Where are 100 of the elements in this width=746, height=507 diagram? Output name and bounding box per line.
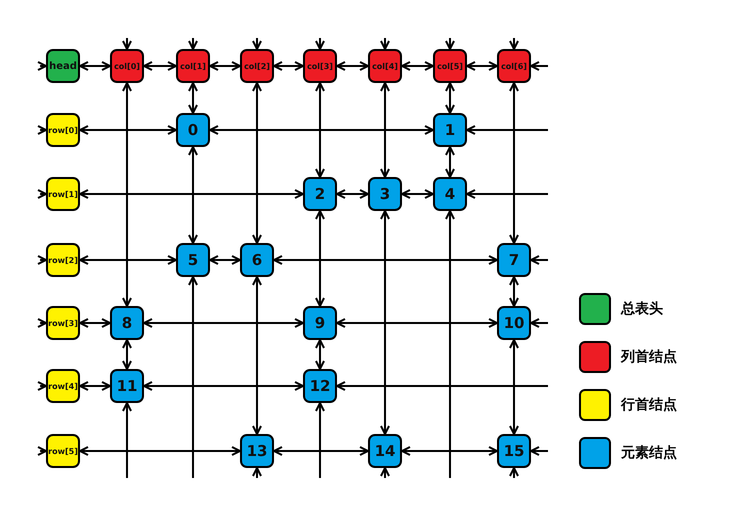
arrow — [252, 467, 262, 478]
arrow — [530, 255, 548, 265]
column-header-box: col[4] — [368, 49, 402, 83]
column-header-box: col[0] — [110, 49, 144, 83]
arrow — [37, 255, 47, 265]
arrow — [79, 255, 177, 265]
arrow — [509, 467, 519, 478]
arrow — [37, 125, 47, 135]
arrow — [509, 276, 519, 307]
element-node-box: 12 — [303, 369, 337, 403]
column-header-box: col[3] — [303, 49, 337, 83]
arrow — [509, 339, 519, 435]
arrow — [252, 38, 262, 50]
column-header-box: col[2] — [240, 49, 274, 83]
arrow — [37, 381, 47, 391]
column-header-box: col[1] — [176, 49, 210, 83]
arrow — [380, 38, 390, 50]
arrow — [188, 38, 198, 50]
arrow — [37, 189, 47, 199]
element-node-box: 4 — [433, 177, 467, 211]
element-node-box: 6 — [240, 243, 274, 277]
arrow — [273, 61, 304, 71]
element-node-box: 0 — [176, 113, 210, 147]
arrow — [273, 255, 498, 265]
head-box: head — [46, 49, 80, 83]
arrow — [143, 318, 304, 328]
arrow — [530, 446, 548, 456]
element-node-box: 7 — [497, 243, 531, 277]
arrow — [466, 189, 548, 199]
element-node-box: 2 — [303, 177, 337, 211]
arrow — [122, 402, 132, 478]
arrow — [273, 446, 369, 456]
arrow — [445, 38, 455, 50]
arrow — [209, 255, 241, 265]
arrow — [122, 38, 132, 50]
arrow — [336, 61, 369, 71]
column-header-box: col[5] — [433, 49, 467, 83]
legend-label: 总表头 — [621, 300, 663, 318]
arrow — [336, 189, 369, 199]
row-header-box: row[3] — [46, 306, 80, 340]
arrow — [509, 38, 519, 50]
arrow — [79, 125, 177, 135]
arrow — [336, 381, 548, 391]
arrow — [37, 61, 47, 71]
arrow — [252, 82, 262, 244]
arrow — [530, 61, 548, 71]
arrow — [188, 276, 198, 478]
element-node-box: 3 — [368, 177, 402, 211]
arrow — [79, 189, 304, 199]
arrow — [315, 339, 325, 370]
arrow — [336, 318, 498, 328]
arrow — [209, 125, 434, 135]
element-node-box: 1 — [433, 113, 467, 147]
arrow — [445, 210, 455, 478]
arrow — [401, 446, 498, 456]
arrow — [466, 61, 498, 71]
legend-label: 元素结点 — [621, 444, 677, 462]
arrow — [530, 318, 548, 328]
legend-label: 行首结点 — [621, 396, 677, 414]
arrow — [315, 210, 325, 307]
arrow — [401, 61, 434, 71]
arrow — [79, 318, 111, 328]
column-header-box: col[6] — [497, 49, 531, 83]
element-node-box: 8 — [110, 306, 144, 340]
row-header-box: row[2] — [46, 243, 80, 277]
arrow — [188, 146, 198, 244]
row-header-box: row[1] — [46, 177, 80, 211]
arrow — [315, 402, 325, 478]
row-header-box: row[4] — [46, 369, 80, 403]
arrow — [380, 467, 390, 478]
arrow — [509, 82, 519, 244]
arrow — [380, 82, 390, 178]
legend-label: 列首结点 — [621, 348, 677, 366]
element-node-box: 11 — [110, 369, 144, 403]
arrow — [188, 82, 198, 114]
row-header-box: row[0] — [46, 113, 80, 147]
element-node-box: 9 — [303, 306, 337, 340]
arrow — [315, 38, 325, 50]
element-node-box: 15 — [497, 434, 531, 468]
row-header-box: row[5] — [46, 434, 80, 468]
element-node-box: 13 — [240, 434, 274, 468]
arrow — [401, 189, 434, 199]
element-node-box: 10 — [497, 306, 531, 340]
arrow — [122, 339, 132, 370]
arrow — [37, 446, 47, 456]
arrow — [466, 125, 548, 135]
arrow — [209, 61, 241, 71]
arrow — [380, 210, 390, 435]
arrow — [37, 318, 47, 328]
element-node-box: 5 — [176, 243, 210, 277]
arrow — [79, 381, 111, 391]
arrow — [143, 61, 177, 71]
arrow — [252, 276, 262, 435]
arrow — [122, 82, 132, 307]
arrow — [143, 381, 304, 391]
arrow — [315, 82, 325, 178]
arrow — [445, 82, 455, 114]
element-node-box: 14 — [368, 434, 402, 468]
arrow — [79, 61, 111, 71]
arrow — [79, 446, 241, 456]
